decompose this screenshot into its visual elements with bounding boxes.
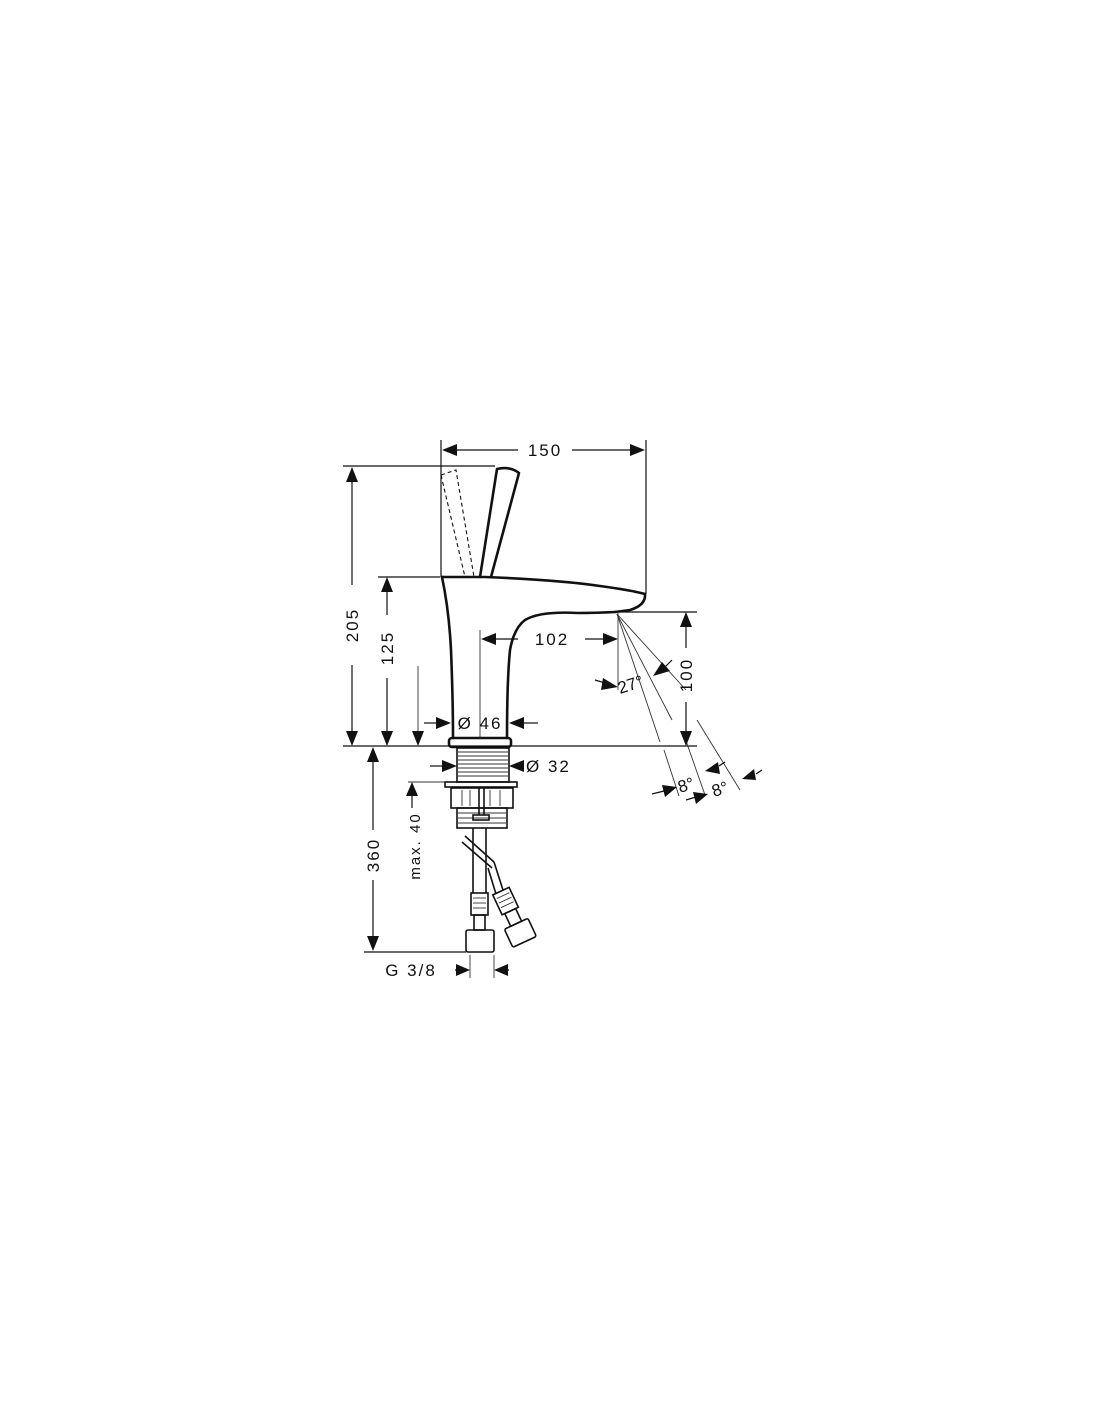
dim-connection-thread: G 3/8 [385,961,509,980]
dim-shank-diameter: Ø 32 [430,757,571,776]
lever-handle [440,466,521,579]
label-spray-angle-2: 8° [709,778,730,801]
label-spout-reach: 102 [535,630,569,649]
label-overall-width: 150 [528,441,562,460]
shank-assembly [444,747,518,829]
label-shank-diameter: Ø 32 [526,757,571,776]
label-spray-angle-1: 8° [675,774,696,797]
dim-spout-clearance: 100 [677,612,696,746]
reference-lines [343,440,741,978]
dim-hose-length: 360 [364,747,383,951]
dim-max-counter-thickness: max. 40 [406,782,424,880]
supply-hoses [461,828,537,953]
label-base-diameter: Ø 46 [458,714,503,733]
faucet-body [440,575,647,749]
dim-spout-height: 125 [378,577,424,746]
dim-jet-angle: 27° [594,659,673,698]
dim-spray-angles: 8° 8° [651,761,763,804]
dim-base-diameter: Ø 46 [424,714,538,733]
dim-overall-width: 150 [442,441,645,460]
label-spout-height: 125 [378,631,397,665]
label-connection-thread: G 3/8 [385,961,437,980]
dim-overall-height: 205 [343,467,362,746]
label-hose-length: 360 [364,838,383,872]
label-overall-height: 205 [343,608,362,642]
dim-spout-reach: 102 [481,630,618,649]
label-max-counter-thickness: max. 40 [407,812,424,879]
label-spout-clearance: 100 [677,658,696,692]
label-jet-angle: 27° [615,672,645,698]
